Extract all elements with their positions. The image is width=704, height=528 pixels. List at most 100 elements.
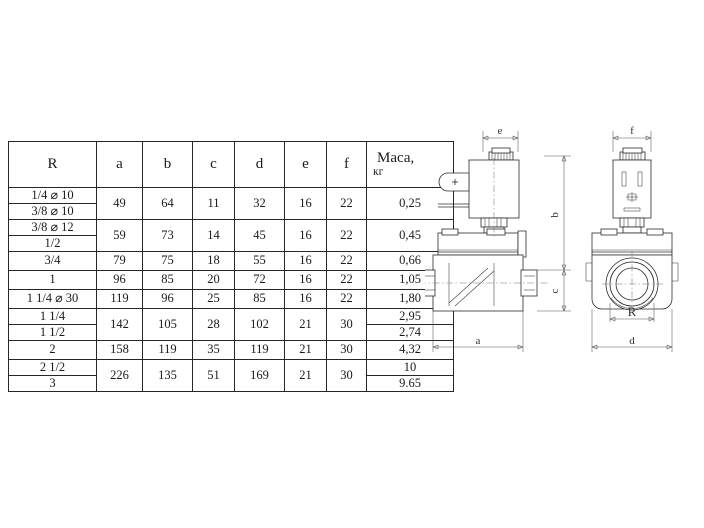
table-body: 1/4 ⌀ 10 3/8 ⌀ 10 49 64 11 32 16 22 0,25… bbox=[8, 187, 454, 392]
column-header-c: c bbox=[192, 141, 235, 188]
mass-header-line2: кг bbox=[373, 166, 384, 179]
cell-b: 73 bbox=[142, 219, 193, 252]
cell-mass-sub: 9.65 bbox=[399, 376, 421, 391]
dimension-label-d: d bbox=[629, 335, 635, 347]
cell-mass: 2,95 2,74 bbox=[366, 308, 454, 341]
valve-bonnet bbox=[591, 228, 673, 256]
solenoid-valve-side-view: e bbox=[425, 125, 571, 352]
cell-a: 59 bbox=[96, 219, 143, 252]
cell-c: 20 bbox=[192, 270, 235, 290]
cell-b: 64 bbox=[142, 187, 193, 220]
specification-table: R a b c d e f Маса, кг 1/4 ⌀ bbox=[8, 141, 454, 392]
dimension-c: c bbox=[537, 269, 571, 312]
table-row: 3/8 ⌀ 12 1/2 59 73 14 45 16 22 0,45 bbox=[8, 219, 454, 252]
cell-e: 21 bbox=[284, 308, 327, 341]
cell-r: 1 1/4 1 1/2 bbox=[8, 308, 97, 341]
dimension-R: R bbox=[609, 303, 655, 322]
cell-d: 169 bbox=[234, 359, 285, 392]
table-row: 1 96 85 20 72 16 22 1,05 bbox=[8, 270, 454, 290]
specification-table-container: R a b c d e f Маса, кг 1/4 ⌀ bbox=[8, 141, 454, 392]
table-row: 1/4 ⌀ 10 3/8 ⌀ 10 49 64 11 32 16 22 0,25 bbox=[8, 187, 454, 220]
column-header-f: f bbox=[326, 141, 367, 188]
dimension-e: e bbox=[482, 125, 519, 152]
cell-f: 22 bbox=[326, 187, 367, 220]
cell-r: 2 1/2 3 bbox=[8, 359, 97, 392]
cell-mass: 10 9.65 bbox=[366, 359, 454, 392]
table-row: 1 1/4 1 1/2 142 105 28 102 21 30 2,95 2,… bbox=[8, 308, 454, 341]
cell-c: 35 bbox=[192, 340, 235, 360]
valve-stem bbox=[619, 217, 645, 234]
cell-c: 18 bbox=[192, 251, 235, 271]
cell-r-sub: 3/8 ⌀ 10 bbox=[31, 204, 74, 219]
cell-a: 226 bbox=[96, 359, 143, 392]
dimension-label-R: R bbox=[628, 304, 637, 319]
column-header-a: a bbox=[96, 141, 143, 188]
cell-b: 75 bbox=[142, 251, 193, 271]
cell-e: 21 bbox=[284, 359, 327, 392]
cell-c: 11 bbox=[192, 187, 235, 220]
cell-r: 3/8 ⌀ 12 1/2 bbox=[8, 219, 97, 252]
solenoid-valve-front-view: f bbox=[585, 125, 679, 352]
cell-e: 16 bbox=[284, 187, 327, 220]
cell-a: 142 bbox=[96, 308, 143, 341]
cell-e: 16 bbox=[284, 251, 327, 271]
cell-f: 22 bbox=[326, 219, 367, 252]
cell-d: 72 bbox=[234, 270, 285, 290]
cell-r: 3/4 bbox=[8, 251, 97, 271]
cell-d: 119 bbox=[234, 340, 285, 360]
cell-mass-sub: 10 bbox=[367, 360, 453, 376]
cell-r-sub: 1/4 ⌀ 10 bbox=[9, 188, 96, 204]
dimension-label-f: f bbox=[630, 125, 634, 137]
table-row: 3/4 79 75 18 55 16 22 0,66 bbox=[8, 251, 454, 271]
column-header-d: d bbox=[234, 141, 285, 188]
cell-e: 16 bbox=[284, 289, 327, 309]
cell-mass-sub: 2,95 bbox=[367, 309, 453, 325]
column-header-e: e bbox=[284, 141, 327, 188]
cell-r: 1 bbox=[8, 270, 97, 290]
cell-d: 32 bbox=[234, 187, 285, 220]
cell-r: 2 bbox=[8, 340, 97, 360]
cell-f: 30 bbox=[326, 308, 367, 341]
cell-r-sub: 3/8 ⌀ 12 bbox=[9, 220, 96, 236]
cell-b: 96 bbox=[142, 289, 193, 309]
table-row: 2 158 119 35 119 21 30 4,32 bbox=[8, 340, 454, 360]
dimension-a: a bbox=[432, 311, 524, 352]
cell-r-sub: 1 1/2 bbox=[39, 325, 66, 340]
cell-d: 55 bbox=[234, 251, 285, 271]
cell-mass-sub: 2,74 bbox=[399, 325, 421, 340]
cell-d: 102 bbox=[234, 308, 285, 341]
cell-f: 22 bbox=[326, 270, 367, 290]
cell-c: 25 bbox=[192, 289, 235, 309]
coil-top-cap bbox=[619, 147, 646, 161]
cell-a: 119 bbox=[96, 289, 143, 309]
solenoid-coil-face bbox=[612, 159, 652, 219]
cell-r: 1/4 ⌀ 10 3/8 ⌀ 10 bbox=[8, 187, 97, 220]
cell-a: 79 bbox=[96, 251, 143, 271]
dimension-label-b: b bbox=[549, 212, 561, 218]
cell-r-sub: 1 1/4 bbox=[9, 309, 96, 325]
column-header-b: b bbox=[142, 141, 193, 188]
dimension-label-c: c bbox=[549, 288, 561, 293]
cell-b: 105 bbox=[142, 308, 193, 341]
cell-c: 14 bbox=[192, 219, 235, 252]
cell-mass: 0,25 bbox=[366, 187, 454, 220]
cell-a: 49 bbox=[96, 187, 143, 220]
cell-r: 1 1/4 ⌀ 30 bbox=[8, 289, 97, 309]
cell-b: 119 bbox=[142, 340, 193, 360]
dimension-d: d bbox=[591, 309, 673, 352]
cell-f: 22 bbox=[326, 289, 367, 309]
table-row: 2 1/2 3 226 135 51 169 21 30 10 9.65 bbox=[8, 359, 454, 392]
cell-f: 30 bbox=[326, 340, 367, 360]
cell-f: 30 bbox=[326, 359, 367, 392]
cell-a: 158 bbox=[96, 340, 143, 360]
cell-a: 96 bbox=[96, 270, 143, 290]
cell-f: 22 bbox=[326, 251, 367, 271]
valve-body-front bbox=[585, 254, 679, 311]
cell-d: 45 bbox=[234, 219, 285, 252]
cell-r-sub: 2 1/2 bbox=[9, 360, 96, 376]
cell-b: 85 bbox=[142, 270, 193, 290]
table-row: 1 1/4 ⌀ 30 119 96 25 85 16 22 1,80 bbox=[8, 289, 454, 309]
dimension-f: f bbox=[612, 125, 652, 152]
technical-drawings: e bbox=[425, 118, 700, 380]
